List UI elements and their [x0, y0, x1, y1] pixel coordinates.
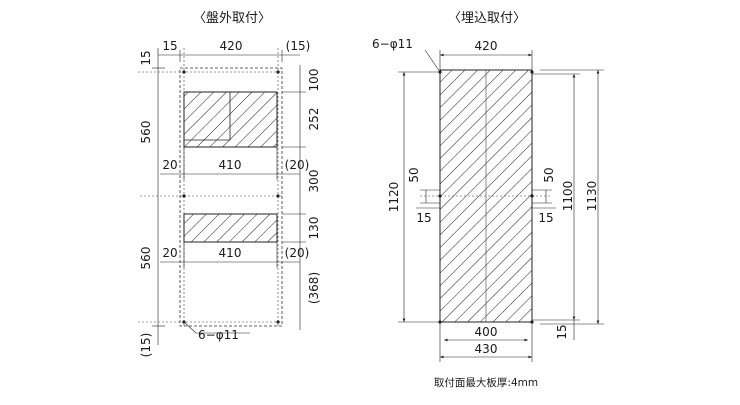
lower-cutout	[183, 213, 278, 243]
flush-mid-left-height: 50	[407, 167, 421, 182]
dim-right-130: 130	[307, 217, 321, 240]
dim-upper-left-offset: 20	[162, 158, 177, 172]
dim-top-left: 15	[162, 39, 177, 53]
dim-lower-width: 410	[219, 246, 242, 260]
surface-hole-note: 6−φ11	[198, 328, 239, 342]
flush-mid-left-width: 15	[416, 211, 431, 225]
flush-mount-drawing: 6−φ11 420 1120 50 15 50 15 1100	[372, 37, 604, 362]
dim-upper-width: 410	[219, 158, 242, 172]
dim-left-top: 15	[139, 50, 153, 65]
dim-right-300: 300	[307, 170, 321, 193]
upper-cutout	[183, 91, 278, 148]
dim-lower-left-offset: 20	[162, 246, 177, 260]
dim-right-100: 100	[307, 69, 321, 92]
dim-top-right: (15)	[286, 39, 311, 53]
dim-upper-right-offset: (20)	[285, 158, 310, 172]
footnote-max-panel-thickness: 取付面最大板厚:4mm	[434, 376, 538, 389]
surface-mount-title: 〈盤外取付〉	[193, 11, 271, 26]
dim-left-lower: 560	[139, 247, 153, 270]
flush-mid-right-height: 50	[542, 167, 556, 182]
flush-hole-note: 6−φ11	[372, 37, 413, 51]
panel-outline	[179, 67, 283, 327]
dim-right-252: 252	[307, 108, 321, 131]
surface-mount-drawing: 15 420 (15) 15 560 560 (15) 100 252 300 …	[138, 39, 321, 357]
flush-bottom-inner-width: 400	[475, 325, 498, 339]
flush-bottom-outer-width: 430	[475, 342, 498, 356]
dim-left-bottom: (15)	[139, 333, 153, 358]
flush-mount-title: 〈埋込取付〉	[448, 11, 526, 26]
dim-right-368: (368)	[307, 272, 321, 304]
flush-right-inner-height: 1100	[561, 181, 575, 212]
dim-top-width: 420	[220, 39, 243, 53]
dim-left-upper: 560	[139, 121, 153, 144]
flush-left-height: 1120	[387, 182, 401, 213]
flush-bottom-right-height: 15	[555, 324, 569, 339]
dim-lower-right-offset: (20)	[285, 246, 310, 260]
flush-mid-right-width: 15	[538, 211, 553, 225]
flush-right-outer-height: 1130	[585, 181, 599, 212]
flush-top-width: 420	[475, 39, 498, 53]
